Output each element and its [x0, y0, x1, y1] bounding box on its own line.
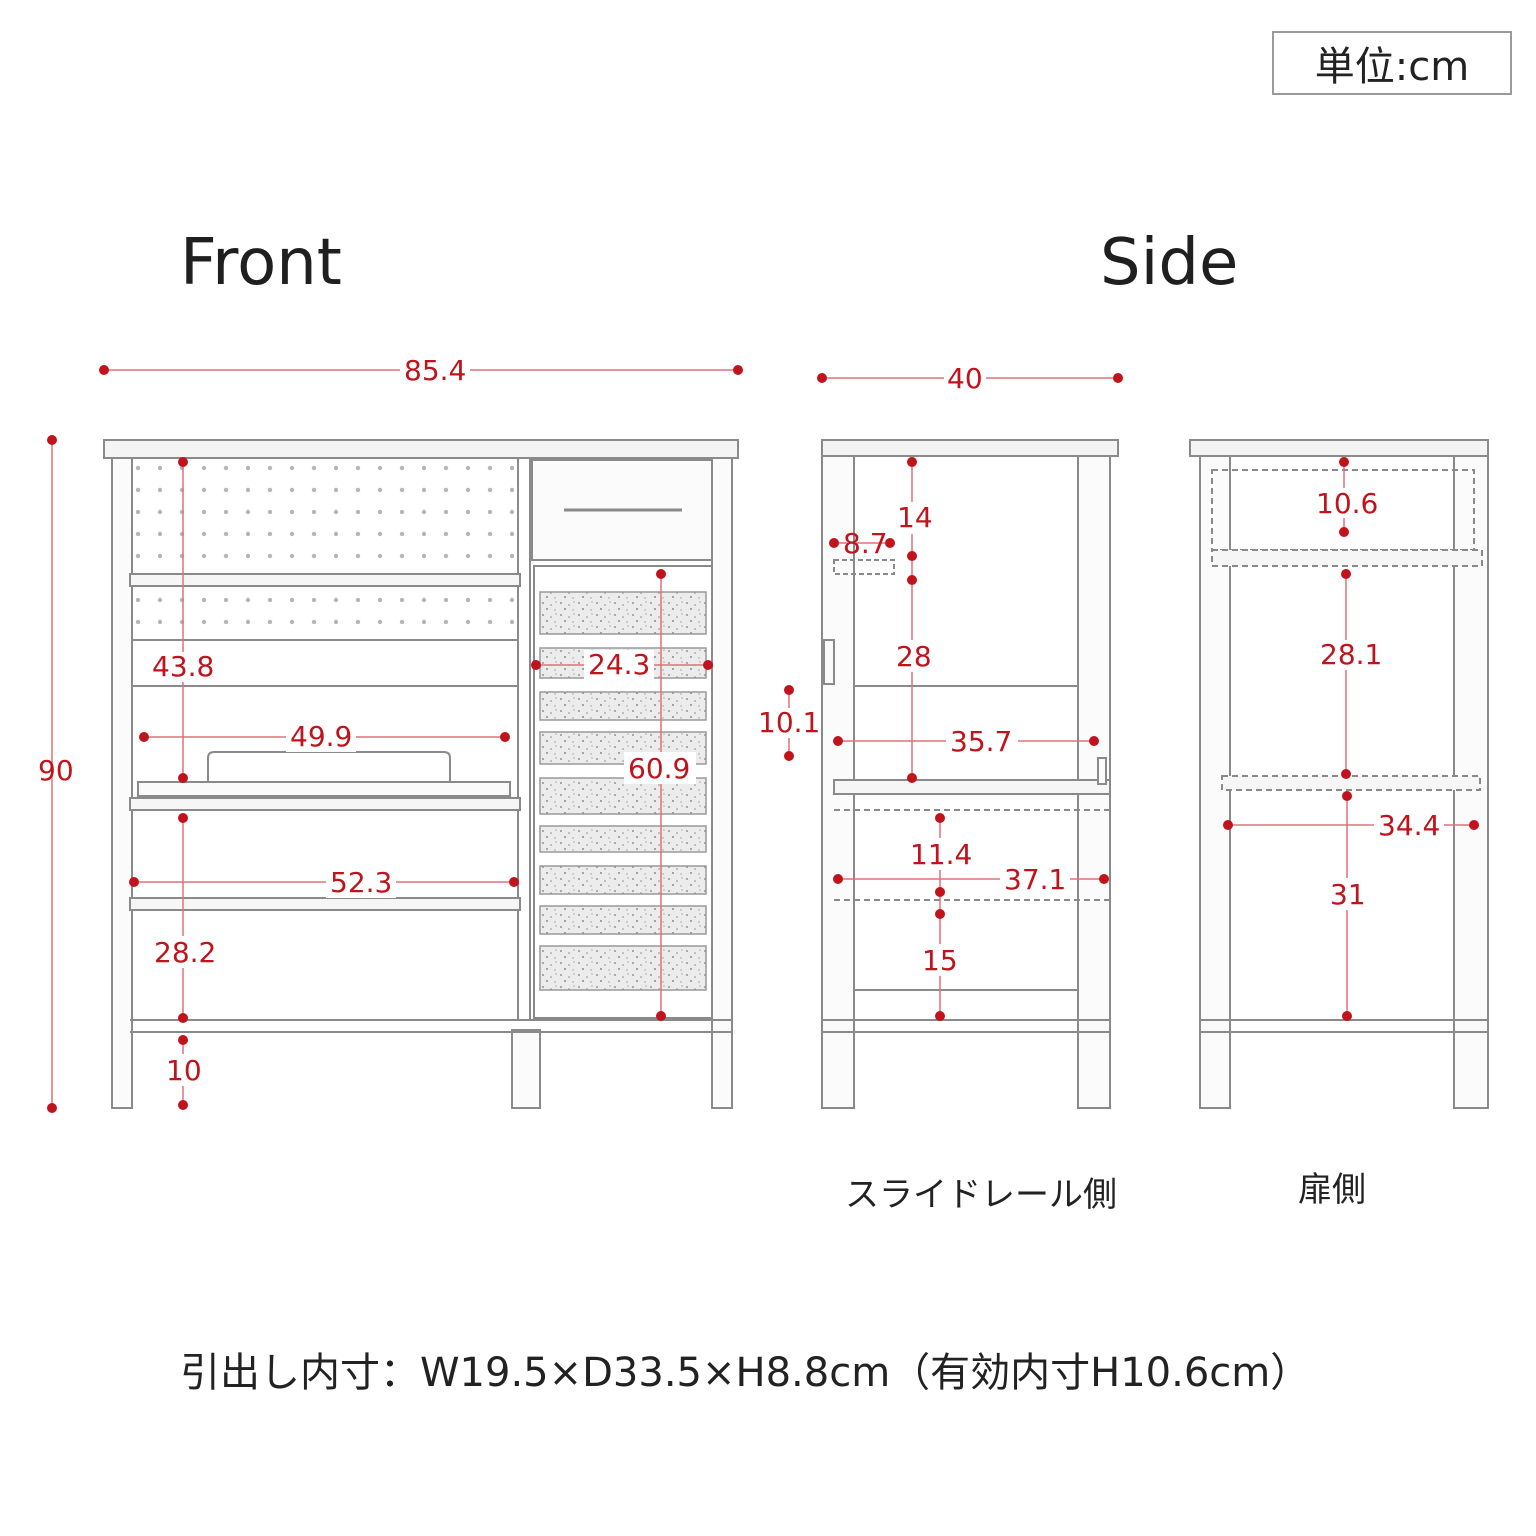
drawer-inner-dimensions-note: 引出し内寸：W19.5×D33.5×H8.8cm（有効内寸H10.6cm）	[180, 1350, 1311, 1396]
dim-side-top-section: 14	[897, 501, 933, 534]
front-view-title: Front	[180, 226, 342, 300]
dim-shelf-width-lower: 52.3	[330, 866, 392, 899]
door-panel	[539, 945, 707, 991]
front-tray	[137, 781, 511, 797]
dim-door-inner-depth: 34.4	[1378, 809, 1440, 842]
front-tray-handle	[207, 751, 451, 782]
door-panel	[539, 865, 707, 895]
dim-door-drawer-height: 10.6	[1316, 487, 1378, 520]
dim-narrow-column-height: 60.9	[628, 752, 690, 785]
side-view-title: Side	[1100, 226, 1239, 300]
dim-side-depth: 40	[947, 362, 983, 395]
pegboard	[132, 462, 518, 638]
dim-side-drawer-section: 11.4	[910, 838, 972, 871]
dim-side-handle-height: 10.1	[758, 706, 820, 739]
dimension-points	[47, 365, 1479, 1113]
side-slide-rail-view	[821, 439, 1119, 1109]
side-top-board	[821, 439, 1119, 457]
dim-shelf-width-upper: 49.9	[290, 720, 352, 753]
dim-narrow-column-width: 24.3	[588, 648, 650, 681]
dim-door-bottom-height: 31	[1330, 878, 1366, 911]
door-panel	[539, 731, 707, 765]
dim-lower-opening: 28.2	[154, 936, 216, 969]
dimension-labels: 85.4 90 43.8 49.9 52.3 28.2 10 24.3 60.9…	[38, 354, 1444, 1087]
side-peg	[1097, 757, 1107, 785]
door-side-shelf	[1221, 775, 1481, 791]
door-panel	[539, 591, 707, 635]
front-top-board	[103, 439, 739, 459]
door-panel	[539, 691, 707, 721]
door-panel	[539, 905, 707, 935]
front-left-leg	[111, 457, 133, 1109]
door-side-top-board	[1189, 439, 1489, 457]
dim-side-inner-depth-upper: 35.7	[950, 725, 1012, 758]
side-door-handle	[823, 639, 835, 685]
front-middle-leg	[511, 1029, 541, 1109]
dim-door-middle-height: 28.1	[1320, 638, 1382, 671]
front-door-frame	[533, 565, 713, 1019]
dim-side-middle-section: 28	[896, 640, 932, 673]
dim-upper-opening: 43.8	[152, 650, 214, 683]
dim-side-inner-depth-lower: 37.1	[1004, 863, 1066, 896]
side-drawer-rail	[833, 559, 895, 575]
front-divider	[517, 457, 531, 1021]
front-shelf-3	[129, 897, 521, 911]
dim-overall-width: 85.4	[404, 354, 466, 387]
side-door-view	[1189, 439, 1489, 1109]
dim-side-bottom-section: 15	[922, 944, 958, 977]
door-side-caption: 扉側	[1298, 1170, 1366, 1210]
door-side-rail	[1211, 549, 1483, 567]
door-panel	[539, 825, 707, 853]
dim-side-rail-offset: 8.7	[843, 527, 888, 560]
slide-rail-side-caption: スライドレール側	[845, 1175, 1117, 1215]
dim-leg-height: 10	[166, 1054, 202, 1087]
front-shelf-1	[129, 573, 521, 587]
front-shelf-2	[129, 797, 521, 811]
dim-overall-height: 90	[38, 754, 74, 787]
front-view-cabinet	[103, 439, 739, 1109]
front-right-leg	[711, 457, 733, 1109]
side-shelf	[833, 779, 1111, 795]
unit-label: 単位:cm	[1272, 31, 1512, 95]
